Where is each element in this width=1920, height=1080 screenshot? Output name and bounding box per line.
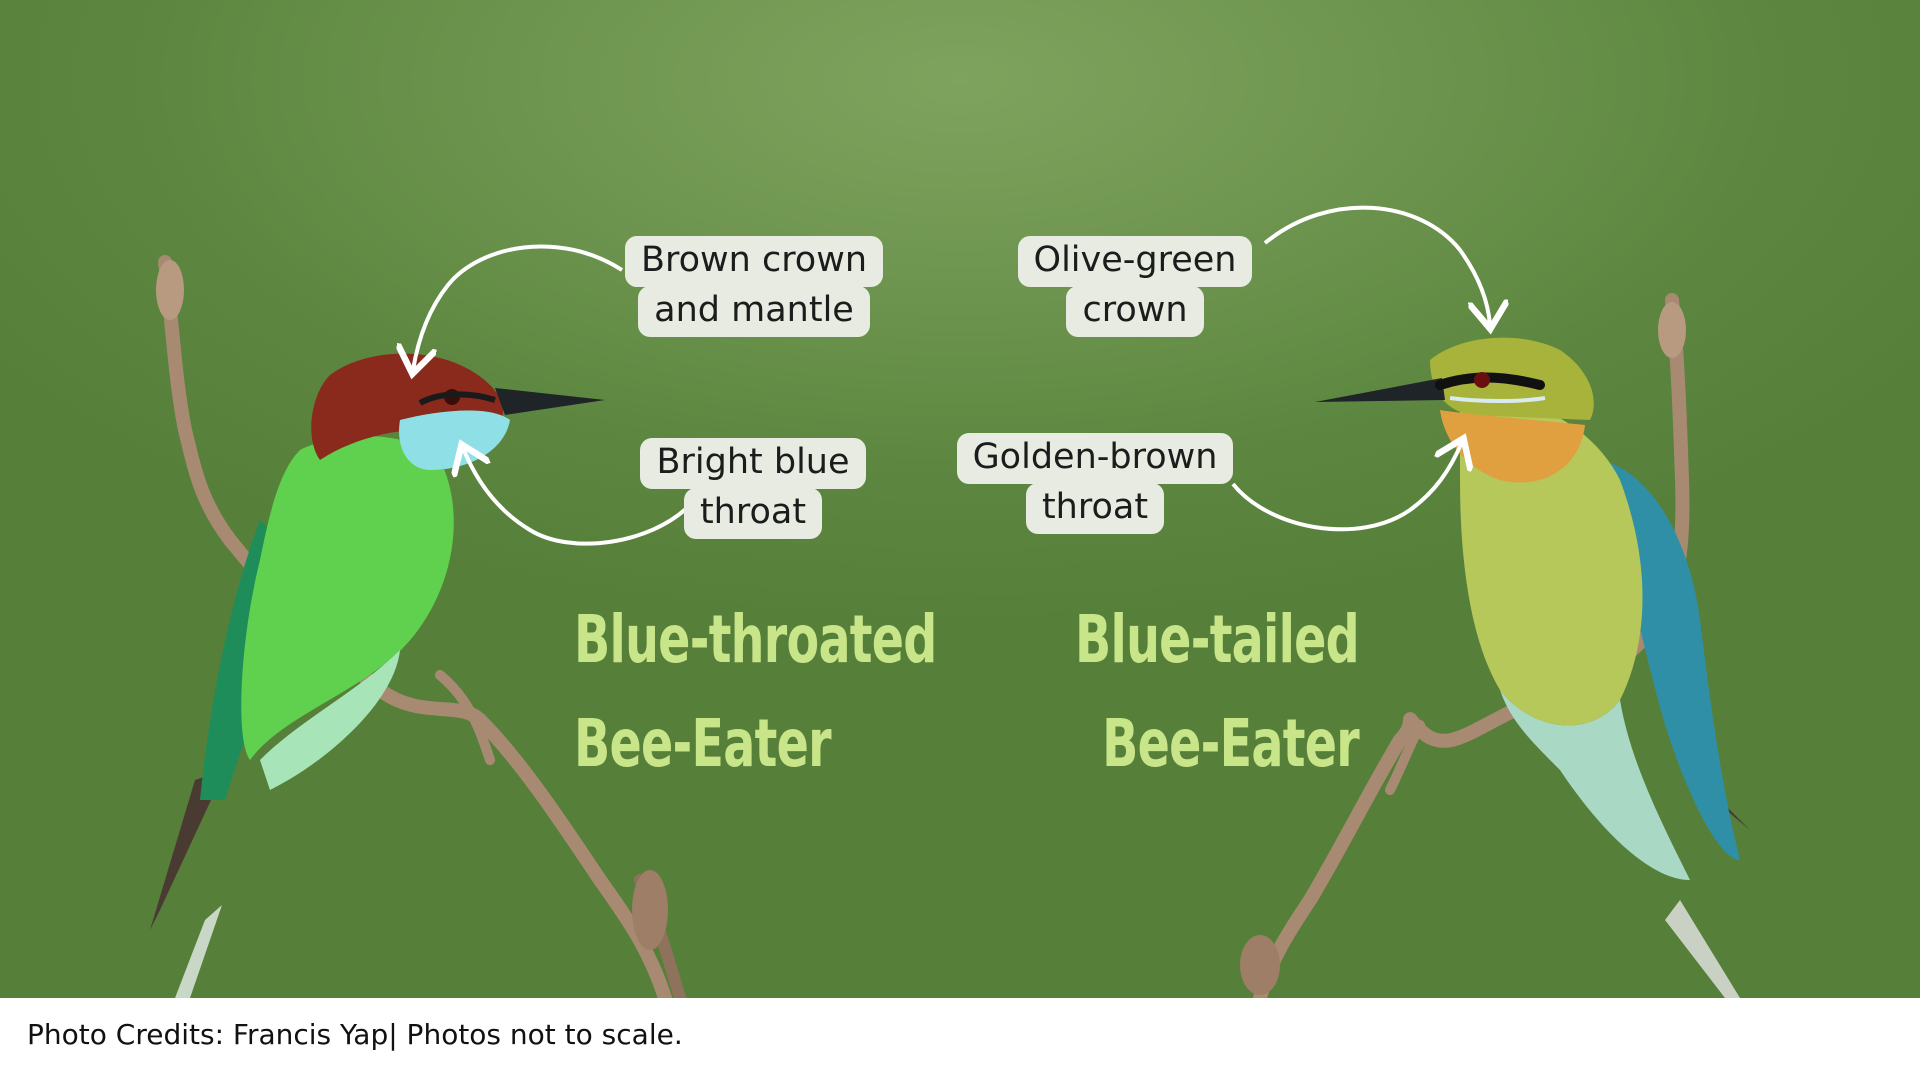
right-branch [1240,293,1690,998]
arrow-olive-green-crown [1263,205,1490,325]
callout-line: crown [1066,286,1204,337]
callout-line: Brown crown [624,236,884,287]
illustration [150,205,1750,998]
blue-tailed-bee-eater-bird [1315,337,1750,998]
species-line: Blue-throated [574,601,937,678]
callout-line: Golden-brown [956,433,1234,484]
callout-olive-green-crown: Olive-green crown [1017,236,1253,337]
photo-credit: Photo Credits: Francis Yap| Photos not t… [27,1018,683,1051]
arrow-bright-blue-throat [463,448,692,546]
callout-golden-brown-throat: Golden-brown throat [956,433,1234,534]
species-line: Bee-Eater [574,705,832,782]
callout-line: and mantle [638,286,870,337]
callout-bright-blue-throat: Bright blue throat [640,438,866,539]
callout-brown-crown: Brown crown and mantle [624,236,884,337]
callout-arrows [413,205,1490,546]
callout-line: throat [683,488,823,539]
species-line: Bee-Eater [1102,705,1360,782]
species-name-blue-tailed: Blue-tailed Bee-Eater [1075,588,1360,796]
callout-line: throat [1025,483,1165,534]
callout-line: Olive-green [1017,236,1253,287]
species-name-blue-throated: Blue-throated Bee-Eater [574,588,937,796]
callout-line: Bright blue [640,438,866,489]
arrow-golden-brown-throat [1231,442,1462,532]
blue-throated-bee-eater-bird [150,353,605,998]
species-line: Blue-tailed [1075,601,1360,678]
arrow-brown-crown [413,244,624,370]
